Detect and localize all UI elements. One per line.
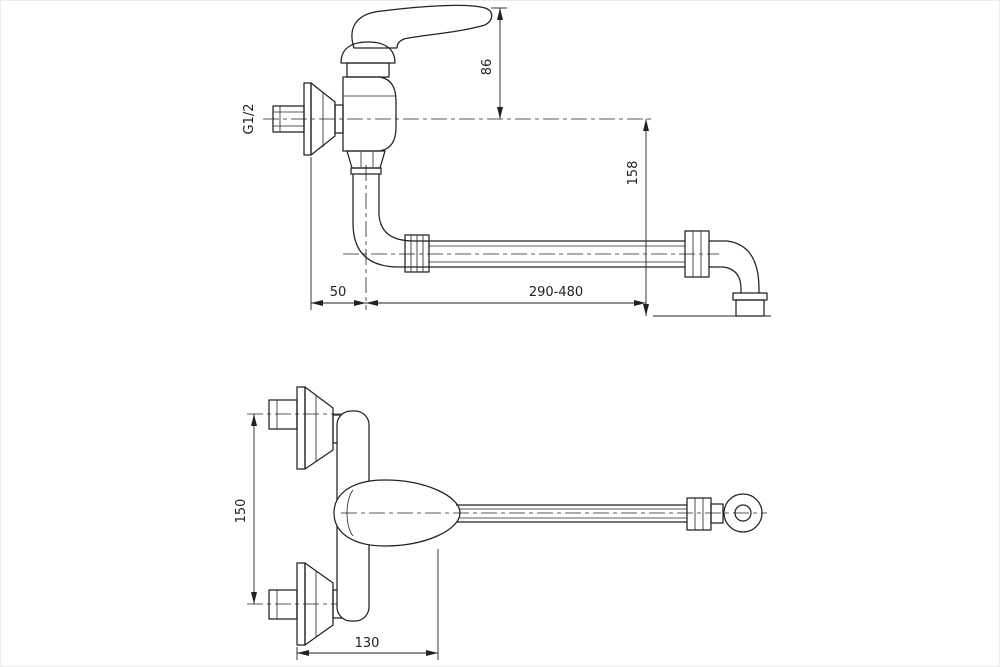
dim-130-label: 130 (355, 636, 380, 651)
dimension-86: 86 (480, 7, 507, 119)
dim-290-480-label: 290-480 (529, 285, 583, 300)
spout-collar (404, 234, 430, 273)
dimension-150: 150 (234, 414, 257, 604)
body-lock-nut (346, 150, 386, 175)
dimension-130: 130 (296, 549, 439, 660)
handle-lever (340, 4, 493, 64)
spout-pipe (352, 174, 768, 317)
thread-g12-label: G1/2 (242, 104, 257, 135)
dimension-290-480: 290-480 (366, 285, 646, 306)
dim-158-label: 158 (626, 161, 641, 186)
dimension-158: 158 (626, 119, 771, 317)
side-view: 86 158 G1/2 50 290-480 (242, 4, 771, 317)
outlet-neck (710, 503, 724, 524)
valve-body (342, 62, 397, 152)
dimension-50: 50 (310, 157, 366, 310)
spout-end-nut-top (686, 497, 712, 531)
aerator-outlet (732, 289, 768, 317)
wall-flange (303, 82, 336, 156)
spout-end-nut (684, 230, 710, 278)
dim-86-label: 86 (480, 59, 495, 76)
plan-view: 150 130 (234, 386, 767, 660)
dim-150-label: 150 (234, 499, 249, 524)
dim-50-label: 50 (330, 285, 347, 300)
